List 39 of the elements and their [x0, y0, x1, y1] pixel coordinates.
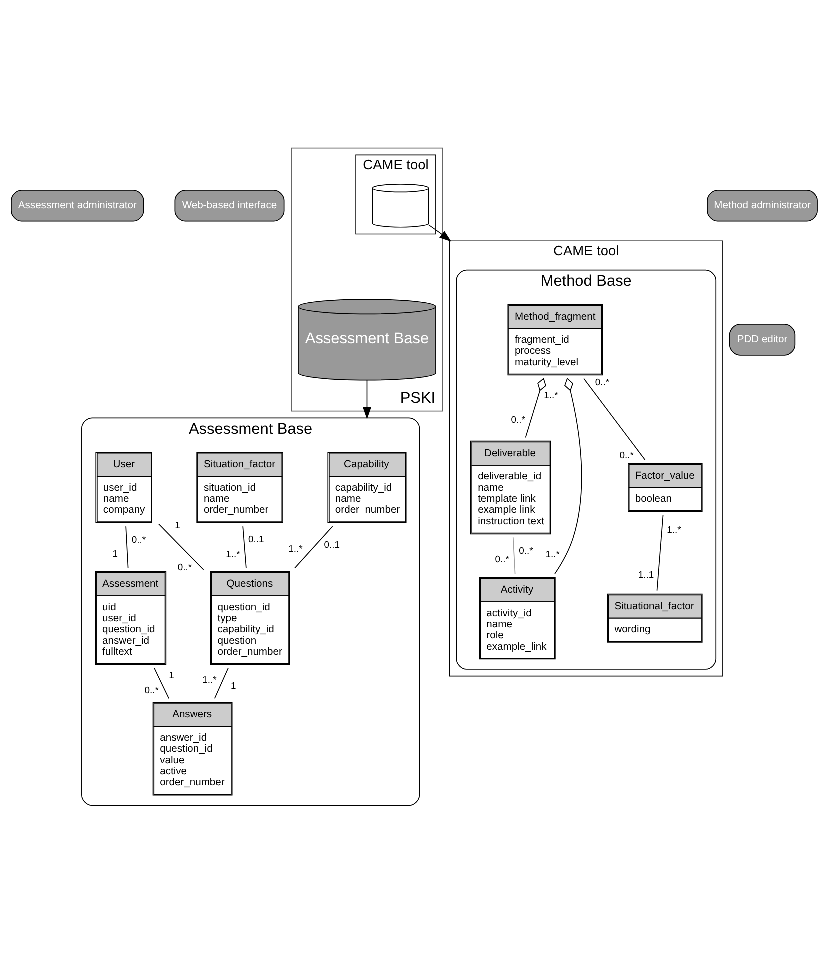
connector	[554, 377, 582, 574]
connector	[214, 667, 229, 699]
connector	[242, 526, 247, 568]
connector	[656, 514, 664, 591]
label: 0..*	[511, 414, 526, 426]
label: 0..*	[620, 450, 634, 461]
connector	[158, 523, 204, 570]
label: 1..*	[288, 543, 303, 554]
label: 1..1	[638, 569, 654, 580]
node-box: Method administrator	[707, 189, 818, 222]
cluster: CAME tool	[356, 154, 436, 234]
label: 1	[169, 670, 174, 682]
label: 1	[231, 680, 236, 692]
label: 1..*	[667, 524, 682, 536]
label: 1..*	[226, 548, 240, 560]
connector	[154, 667, 170, 699]
label: 1..*	[544, 390, 558, 402]
label: 1..*	[202, 674, 217, 686]
connector	[525, 378, 546, 438]
arrow	[428, 224, 452, 242]
connector	[294, 526, 334, 568]
label: 0..*	[595, 376, 610, 388]
node-box: Assessment administrator	[11, 189, 144, 222]
node-box: PDD editor	[729, 324, 796, 356]
label: 0..*	[144, 684, 159, 696]
label: 0..*	[495, 554, 510, 566]
label: 0..1	[248, 534, 264, 545]
label: 1	[112, 548, 118, 560]
connector	[126, 526, 129, 568]
label: 0..*	[178, 562, 192, 574]
connector	[512, 536, 516, 574]
connector	[584, 378, 646, 460]
label: 1..*	[546, 549, 560, 560]
label: 0..*	[519, 545, 534, 556]
node-box: Web-based interface	[174, 189, 285, 222]
label: 0..*	[132, 534, 146, 546]
label: 1	[175, 520, 180, 531]
arrow	[363, 379, 372, 419]
label: 0..1	[324, 539, 340, 550]
